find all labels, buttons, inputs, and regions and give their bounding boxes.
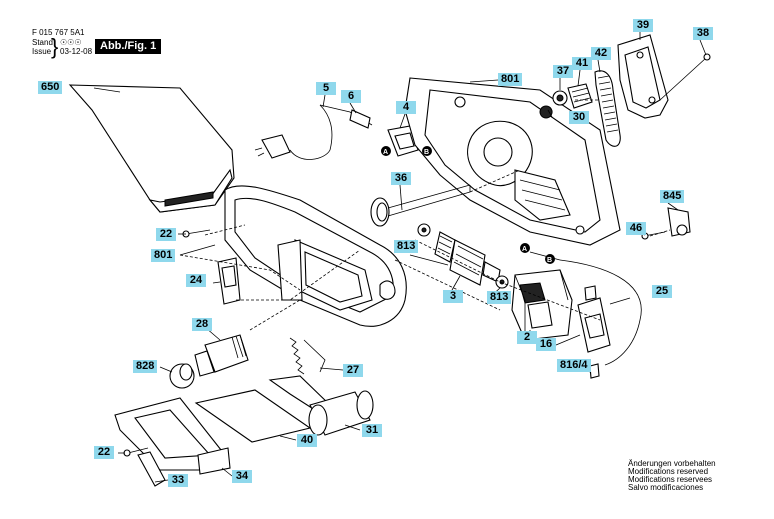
housing-half-801-top xyxy=(404,77,621,246)
svg-text:A: A xyxy=(383,149,388,156)
note-es: Salvo modificaciones xyxy=(628,483,704,492)
belt-cover-39 xyxy=(617,34,669,119)
spring-27 xyxy=(289,337,326,375)
modification-notes: Änderungen vorbehalten Modifications res… xyxy=(628,460,716,492)
part-label-650: 650 xyxy=(38,81,63,94)
tension-roller-31 xyxy=(268,375,374,436)
part-label-39: 39 xyxy=(633,19,653,32)
part-label-16: 16 xyxy=(536,338,556,351)
part-label-22-upper: 22 xyxy=(156,228,176,241)
note-fr: Modifications reservees xyxy=(628,475,713,484)
part-label-46: 46 xyxy=(626,222,646,235)
note-en: Modifications reserved xyxy=(628,467,709,476)
part-label-37: 37 xyxy=(553,65,573,78)
doc-number: F 015 767 5A1 xyxy=(32,28,85,37)
part-label-30: 30 xyxy=(569,111,589,124)
speed-control-28 xyxy=(169,334,249,389)
note-de: Änderungen vorbehalten xyxy=(628,459,716,468)
part-label-31: 31 xyxy=(362,424,382,437)
svg-text:A: A xyxy=(522,246,527,253)
sanding-sheet-40 xyxy=(194,389,312,443)
part-label-41: 41 xyxy=(572,57,592,70)
belt-42 xyxy=(594,70,621,147)
sanding-pad-650 xyxy=(68,84,235,213)
power-cord-5 xyxy=(254,104,373,160)
armature-3 xyxy=(417,223,509,289)
part-label-816-4: 816/4 xyxy=(557,359,591,372)
part-label-3: 3 xyxy=(443,290,463,303)
part-label-38: 38 xyxy=(693,27,713,40)
assembly-dashed-lines xyxy=(179,99,671,331)
brush-holder-16 xyxy=(577,285,611,379)
housing-half-801-bottom xyxy=(224,185,407,327)
screw-38 xyxy=(659,53,711,101)
part-label-22-lower: 22 xyxy=(94,446,114,459)
cable-25 xyxy=(529,251,642,366)
screw-22-upper xyxy=(185,229,211,235)
part-label-2: 2 xyxy=(517,331,537,344)
stator-2 xyxy=(511,269,573,341)
part-label-24: 24 xyxy=(186,274,206,287)
stand-value: ☉☉☉ xyxy=(60,38,82,47)
part-label-828: 828 xyxy=(133,360,158,373)
part-label-813-left: 813 xyxy=(394,240,419,253)
part-label-25: 25 xyxy=(652,285,672,298)
issue-date: 03-12-08 xyxy=(60,47,93,56)
part-label-4: 4 xyxy=(396,101,416,114)
part-label-36: 36 xyxy=(391,172,411,185)
bracket-845 xyxy=(641,207,691,240)
part-label-6: 6 xyxy=(341,90,361,103)
frame-34 xyxy=(114,397,231,487)
cord-clamp-4 xyxy=(387,125,419,157)
part-label-5: 5 xyxy=(316,82,336,95)
part-label-27: 27 xyxy=(343,364,363,377)
part-label-813-right: 813 xyxy=(487,291,512,304)
issue-label: Issue xyxy=(32,47,52,56)
marker-a-top: A xyxy=(381,146,391,156)
marker-b-mid: B xyxy=(545,254,555,264)
svg-text:B: B xyxy=(424,149,429,156)
drive-shaft-36 xyxy=(370,184,471,227)
switch-24 xyxy=(217,257,241,305)
part-label-801-top: 801 xyxy=(498,73,523,86)
part-label-28: 28 xyxy=(192,318,212,331)
figure-tag: Abb./Fig. 1 xyxy=(95,39,162,54)
part-label-33: 33 xyxy=(168,474,188,487)
part-label-845: 845 xyxy=(660,190,685,203)
part-label-42: 42 xyxy=(591,47,611,60)
brace-symbol: } xyxy=(51,34,59,59)
marker-b-top: B xyxy=(422,146,432,156)
stand-label: Stand xyxy=(32,38,53,47)
part-label-34: 34 xyxy=(232,470,252,483)
marker-a-mid: A xyxy=(520,243,530,253)
part-label-40: 40 xyxy=(297,434,317,447)
svg-text:B: B xyxy=(547,257,552,264)
part-label-801-bottom: 801 xyxy=(151,249,176,262)
pulley-group xyxy=(539,83,593,119)
